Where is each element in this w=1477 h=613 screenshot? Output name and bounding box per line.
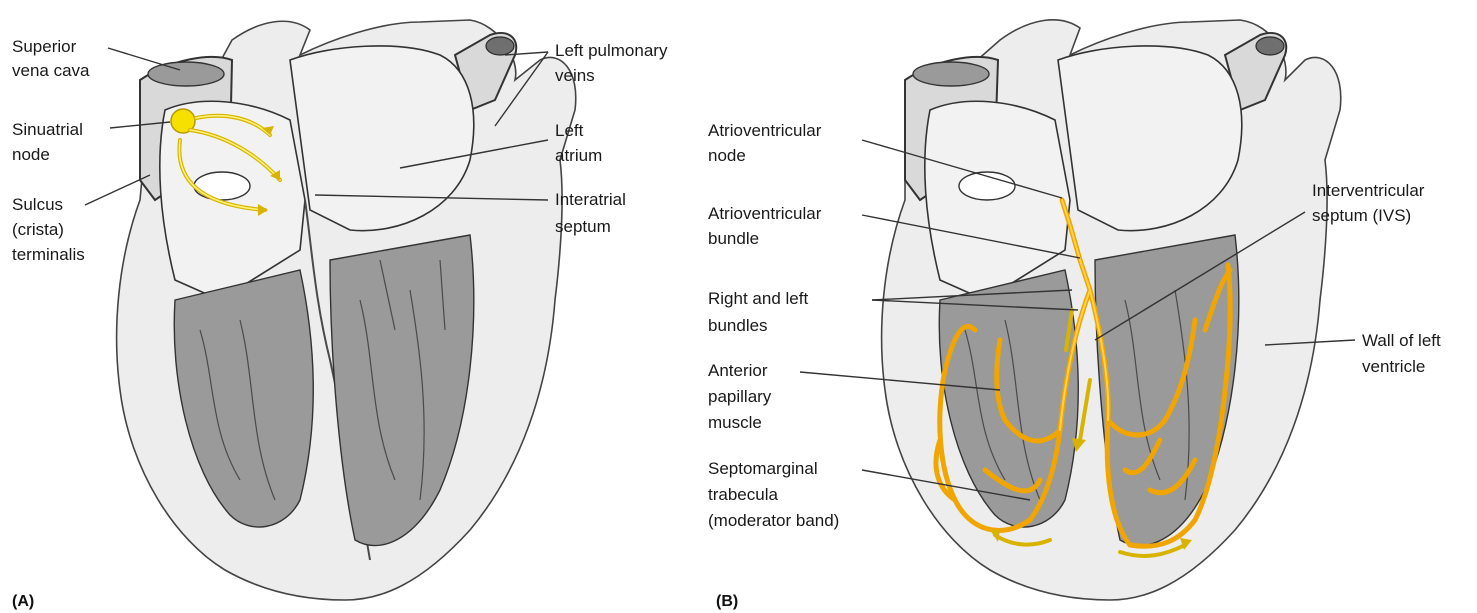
panel-b-svc-lumen <box>913 62 989 86</box>
label-av-bundle-l2: bundle <box>708 229 759 248</box>
label-ivs-l1: Interventricular <box>1312 181 1425 200</box>
label-superior-vena-cava-l2: vena cava <box>12 61 90 80</box>
label-right-left-bundles-l2: bundles <box>708 316 768 335</box>
label-anterior-papillary-l2: papillary <box>708 387 772 406</box>
panel-a-heart <box>117 20 576 600</box>
label-anterior-papillary-l3: muscle <box>708 413 762 432</box>
panel-a-tag: (A) <box>12 593 34 610</box>
label-interatrial-septum-l1: Interatrial <box>555 190 626 209</box>
label-sinuatrial-node-l2: node <box>12 145 50 164</box>
panel-a-ivc-opening <box>194 172 250 200</box>
label-sulcus-l2: (crista) <box>12 220 64 239</box>
panel-b-tag: (B) <box>716 593 738 610</box>
label-septomarginal-l1: Septomarginal <box>708 459 818 478</box>
label-left-pulmonary-veins-l1: Left pulmonary <box>555 41 668 60</box>
label-sinuatrial-node-l1: Sinuatrial <box>12 120 83 139</box>
leader-svc <box>108 48 180 70</box>
label-av-node-l1: Atrioventricular <box>708 121 822 140</box>
label-sulcus-l3: terminalis <box>12 245 85 264</box>
label-wall-lv-l1: Wall of left <box>1362 331 1441 350</box>
label-left-pulmonary-veins-l2: veins <box>555 66 595 85</box>
label-sulcus-l1: Sulcus <box>12 195 63 214</box>
label-av-bundle-l1: Atrioventricular <box>708 204 822 223</box>
label-septomarginal-l2: trabecula <box>708 485 778 504</box>
label-ivs-l2: septum (IVS) <box>1312 206 1411 225</box>
label-left-atrium-l2: atrium <box>555 146 602 165</box>
panel-b-pv-lumen <box>1256 37 1284 55</box>
panel-a-pv-lumen <box>486 37 514 55</box>
label-septomarginal-l3: (moderator band) <box>708 511 839 530</box>
panel-a-svc-lumen <box>148 62 224 86</box>
label-interatrial-septum-l2: septum <box>555 217 611 236</box>
label-anterior-papillary-l1: Anterior <box>708 361 768 380</box>
label-av-node-l2: node <box>708 146 746 165</box>
label-wall-lv-l2: ventricle <box>1362 357 1425 376</box>
label-right-left-bundles-l1: Right and left <box>708 289 808 308</box>
panel-b-heart <box>882 20 1341 600</box>
label-superior-vena-cava-l1: Superior <box>12 37 77 56</box>
label-left-atrium-l1: Left <box>555 121 584 140</box>
